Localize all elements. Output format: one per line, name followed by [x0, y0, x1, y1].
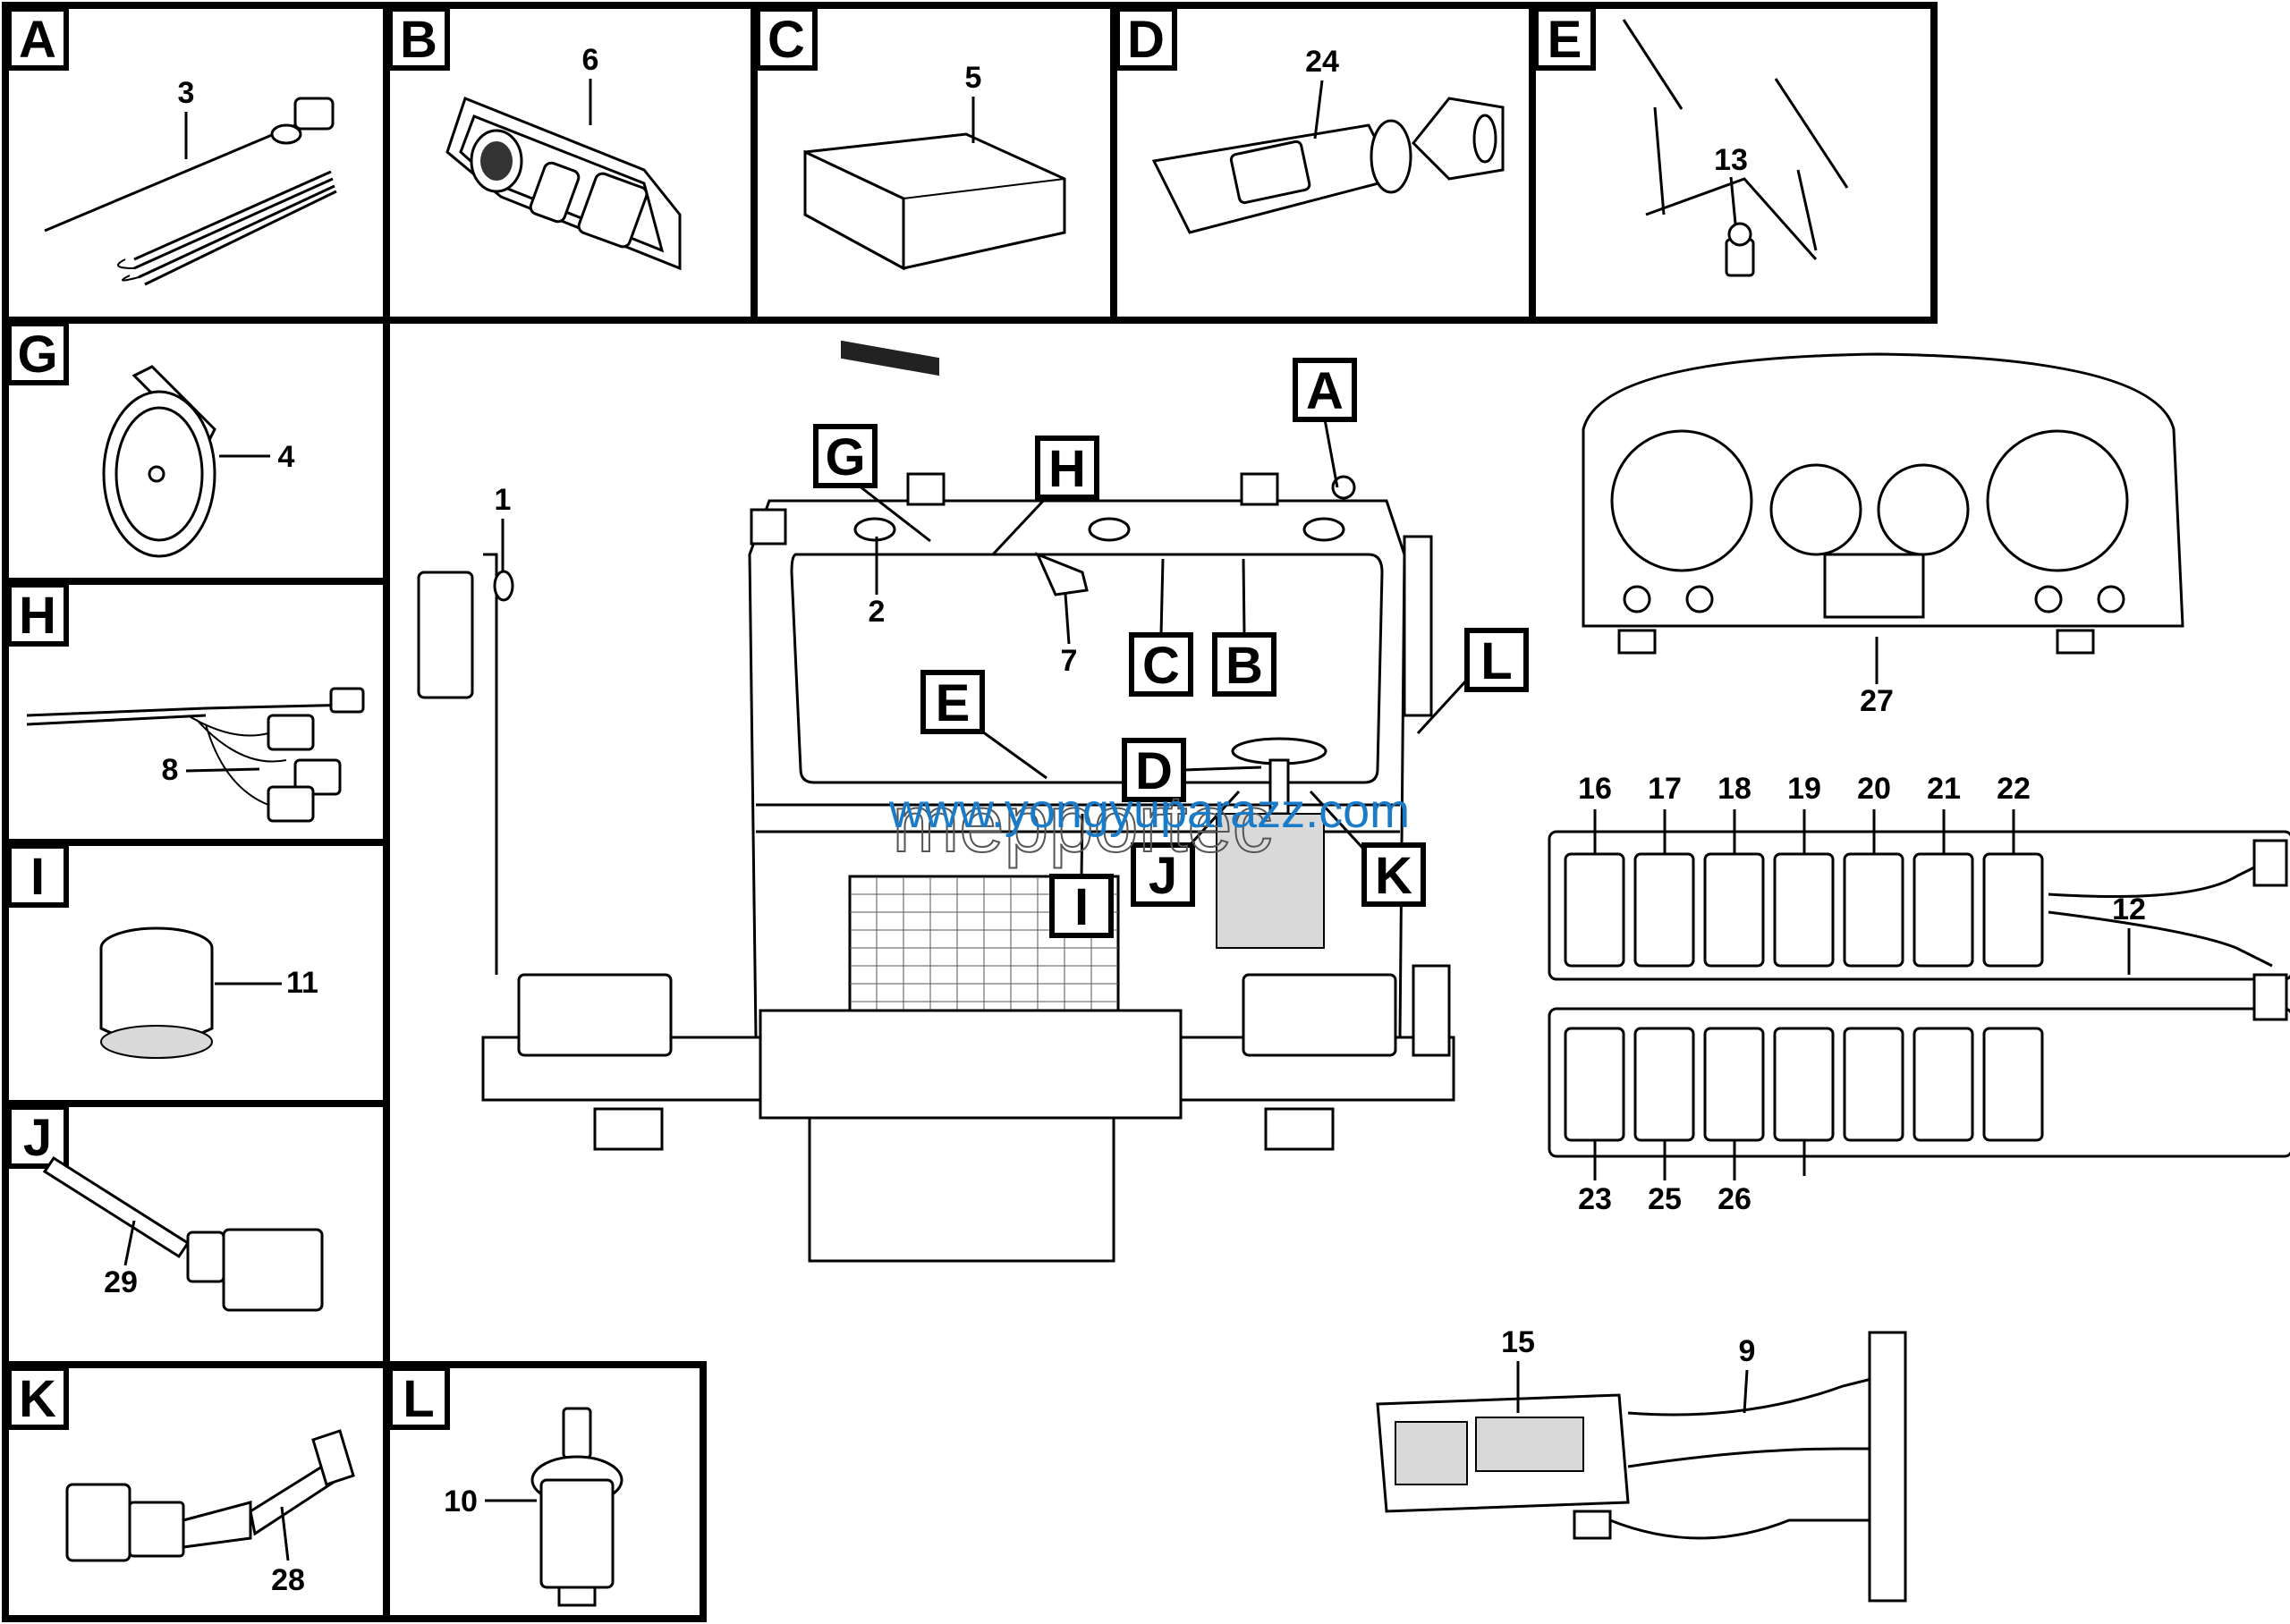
callout-a: A	[1293, 358, 1357, 488]
part-number-26: 26	[1718, 1182, 1751, 1216]
part-number-4: 4	[278, 440, 295, 474]
callout-b: B	[1212, 558, 1276, 697]
svg-text:J: J	[23, 1109, 52, 1167]
part-number-1: 1	[495, 483, 512, 517]
wiper-part-13: 13	[1622, 19, 1849, 277]
svg-text:E: E	[936, 674, 971, 732]
svg-text:D: D	[1135, 742, 1173, 800]
callout-i: I	[1049, 813, 1114, 938]
part-number-3: 3	[178, 76, 195, 110]
part-number-7: 7	[1061, 644, 1078, 678]
part-number-20: 20	[1857, 772, 1891, 806]
svg-text:H: H	[19, 587, 56, 645]
vehicle-front-view	[417, 472, 1455, 1263]
panel-label-d: D	[1115, 6, 1177, 71]
panel-label-g: G	[6, 321, 69, 385]
svg-text:E: E	[1548, 11, 1582, 69]
part-number-23: 23	[1578, 1182, 1612, 1216]
part-number-13: 13	[1714, 143, 1748, 177]
part-number-8: 8	[162, 753, 179, 787]
svg-text:A: A	[1306, 362, 1344, 420]
svg-text:C: C	[1142, 637, 1180, 695]
stalk-switch-part-28: 28	[65, 1429, 355, 1597]
panel-label-j: J	[6, 1104, 69, 1169]
part-number-28: 28	[271, 1563, 305, 1597]
svg-text:L: L	[403, 1370, 434, 1428]
instrument-cluster-part-27: 27	[1582, 352, 2184, 718]
svg-text:H: H	[1048, 440, 1086, 498]
part-number-12: 12	[2112, 892, 2146, 926]
callout-d: D	[1122, 738, 1262, 802]
svg-text:G: G	[825, 428, 865, 486]
svg-text:D: D	[1127, 11, 1165, 69]
part-number-2: 2	[869, 595, 886, 629]
switch-panel: 16 17 18 19 20 21 22 12 23 25 26	[1548, 772, 2290, 1216]
svg-text:C: C	[768, 11, 805, 69]
panel-label-i: I	[6, 843, 69, 908]
panel-label-k: K	[6, 1366, 69, 1430]
panel-label-a: A	[6, 6, 69, 71]
callout-e: E	[920, 670, 1047, 780]
part-number-11: 11	[286, 966, 318, 1000]
panel-label-e: E	[1533, 6, 1596, 71]
harness-part-9: 9	[1609, 1331, 1907, 1603]
horn-part-4: 4	[102, 365, 295, 558]
panel-label-h: H	[6, 582, 69, 647]
part-number-9: 9	[1739, 1334, 1756, 1368]
main-view-callouts: A G H C B L E D J K I	[813, 358, 1529, 938]
part-number-15: 15	[1501, 1325, 1535, 1359]
watermark-url: www.yongyuparazz.com	[888, 784, 1410, 838]
panel-grid	[2, 2, 1938, 1622]
part-number-27: 27	[1860, 684, 1894, 718]
callout-l: L	[1416, 628, 1529, 735]
svg-text:B: B	[1226, 637, 1263, 695]
part-number-17: 17	[1648, 772, 1682, 806]
callout-k: K	[1309, 790, 1426, 907]
panel-label-c: C	[755, 6, 818, 71]
part-number-18: 18	[1718, 772, 1751, 806]
panel-label-b: B	[387, 6, 450, 71]
part-number-19: 19	[1787, 772, 1821, 806]
part-number-21: 21	[1927, 772, 1961, 806]
part-number-29: 29	[104, 1265, 138, 1299]
callout-c: C	[1129, 558, 1193, 697]
svg-text:K: K	[1375, 847, 1412, 905]
callout-j: J	[1131, 790, 1241, 907]
svg-text:L: L	[1480, 632, 1512, 690]
svg-text:G: G	[17, 326, 57, 384]
radio-part-5: 5	[803, 61, 1066, 376]
switch-part-10: 10	[444, 1407, 623, 1607]
panel-labels: A B C D E G H I J K L	[6, 6, 1596, 1430]
dome-light-part-6: 6	[445, 43, 682, 271]
stalk-switch-part-29: 29	[42, 1155, 324, 1312]
fuse-box-part-15: 15	[1376, 1325, 1630, 1540]
part-number-10: 10	[444, 1484, 478, 1518]
svg-text:I: I	[1074, 878, 1089, 936]
part-number-6: 6	[582, 43, 599, 77]
antenna-part-3: 3	[44, 76, 337, 286]
svg-text:B: B	[400, 11, 437, 69]
svg-text:A: A	[19, 11, 56, 69]
watermark-brand: mepportec	[892, 780, 1272, 869]
part-number-25: 25	[1648, 1182, 1682, 1216]
watermark: mepportec www.yongyuparazz.com	[888, 779, 1410, 870]
part-number-24: 24	[1305, 45, 1339, 79]
callout-g: G	[813, 424, 931, 543]
svg-text:I: I	[30, 848, 45, 906]
main-view-numbers: 1 2 7	[493, 483, 1089, 678]
part-number-22: 22	[1997, 772, 2031, 806]
part-number-5: 5	[965, 61, 982, 95]
harness-part-8: 8	[26, 687, 365, 823]
svg-text:J: J	[1149, 847, 1177, 905]
part-number-16: 16	[1578, 772, 1612, 806]
ignition-switch-part-24: 24	[1151, 45, 1505, 234]
callout-h: H	[991, 436, 1099, 556]
svg-text:K: K	[19, 1370, 56, 1428]
cap-part-11: 11	[99, 926, 318, 1059]
panel-label-l: L	[387, 1366, 450, 1430]
